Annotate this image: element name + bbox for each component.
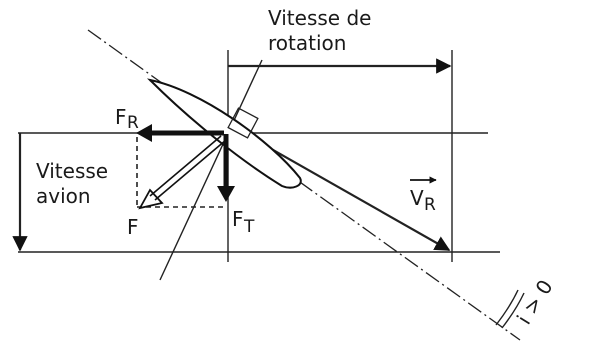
chord-dashdot-line (87, 29, 521, 341)
f-resultant-arrow-a (149, 135, 222, 197)
ft-arrow-head (217, 186, 235, 202)
blade-airfoil (146, 78, 302, 189)
fr-arrow-head (136, 124, 152, 142)
ft-subscript: T (243, 217, 255, 237)
f-label: F (127, 215, 139, 239)
plane-speed-label-1: Vitesse (36, 159, 108, 183)
hub-square (227, 107, 259, 139)
plane-speed-label-2: avion (36, 184, 91, 208)
fr-label: F (115, 105, 127, 129)
fr-subscript: R (127, 113, 139, 133)
vr-label: V (410, 186, 424, 210)
ft-label: F (232, 207, 244, 231)
f-resultant-arrow-b (154, 139, 227, 201)
rotation-speed-label-1: Vitesse de (268, 6, 371, 30)
f-arrow-head (138, 188, 164, 210)
vr-subscript: R (424, 195, 436, 215)
rotation-speed-label-2: rotation (268, 31, 346, 55)
blade-normal-line (159, 59, 263, 281)
incidence-arc-1 (495, 289, 519, 326)
incidence-arc-2 (501, 292, 525, 329)
